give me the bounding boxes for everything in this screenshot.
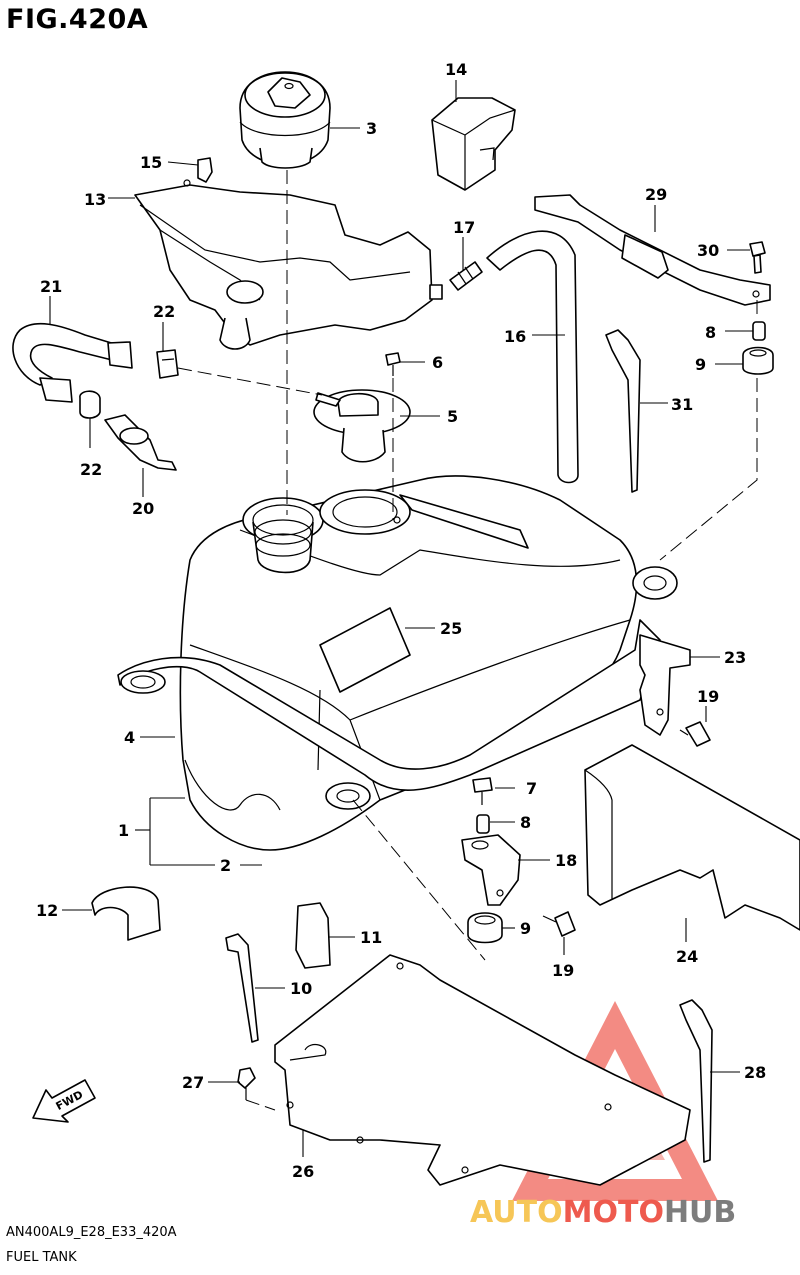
heat-shield-24 xyxy=(584,744,800,931)
filler-tray xyxy=(134,184,443,350)
callout-labels: 3 14 15 13 29 17 30 21 22 16 8 6 9 31 5 … xyxy=(36,60,766,1181)
callout-30: 30 xyxy=(697,241,719,260)
fuel-tank xyxy=(117,475,678,851)
collar-8-lower xyxy=(476,814,490,834)
band-10 xyxy=(225,933,259,1043)
watermark-hub: HUB xyxy=(664,1195,736,1230)
callout-7: 7 xyxy=(526,779,537,798)
callout-26: 26 xyxy=(292,1162,314,1181)
callout-17: 17 xyxy=(453,218,475,237)
pump-unit-5 xyxy=(313,389,411,463)
cushion-9-lower xyxy=(467,912,503,944)
joint-17 xyxy=(449,261,483,291)
valve-20 xyxy=(104,414,177,471)
callout-2: 2 xyxy=(220,856,231,875)
bolt-7 xyxy=(472,777,493,805)
figure-caption: FUEL TANK xyxy=(6,1250,77,1265)
callout-29: 29 xyxy=(645,185,667,204)
callout-27: 27 xyxy=(182,1073,204,1092)
clip-27 xyxy=(237,1067,256,1100)
model-code: AN400AL9_E28_E33_420A xyxy=(6,1225,177,1240)
bolt-19-upper xyxy=(679,721,711,747)
callout-22-lower: 22 xyxy=(80,460,102,479)
hose-clamp-22-lower xyxy=(79,390,101,419)
cable-tie-28 xyxy=(679,999,713,1163)
callout-19-lower: 19 xyxy=(552,961,574,980)
callout-11: 11 xyxy=(360,928,382,947)
callout-5: 5 xyxy=(447,407,458,426)
callout-6: 6 xyxy=(432,353,443,372)
watermark-auto: AUTO xyxy=(470,1195,563,1230)
callout-18: 18 xyxy=(555,851,577,870)
callout-25: 25 xyxy=(440,619,462,638)
callout-10: 10 xyxy=(290,979,312,998)
hose-21 xyxy=(12,322,133,403)
fwd-arrow-icon: FWD xyxy=(32,1079,96,1123)
callout-9-lower: 9 xyxy=(520,919,531,938)
callout-16: 16 xyxy=(504,327,526,346)
cushion-12 xyxy=(91,886,161,941)
callout-22-upper: 22 xyxy=(153,302,175,321)
callout-3: 3 xyxy=(366,119,377,138)
callout-8-upper: 8 xyxy=(705,323,716,342)
callout-23: 23 xyxy=(724,648,746,667)
callout-12: 12 xyxy=(36,901,58,920)
callout-28: 28 xyxy=(744,1063,766,1082)
bolt-19-lower xyxy=(542,911,576,937)
fuel-cap xyxy=(239,71,331,169)
callout-20: 20 xyxy=(132,499,154,518)
callout-8-lower: 8 xyxy=(520,813,531,832)
cushion-9-upper xyxy=(742,346,774,375)
bracket-23 xyxy=(639,634,691,736)
bracket-29 xyxy=(534,194,771,306)
clip-15 xyxy=(183,157,213,187)
alignment-lines xyxy=(177,170,758,1111)
watermark-moto: MOTO xyxy=(563,1195,664,1230)
callout-1: 1 xyxy=(118,821,129,840)
cable-tie-31 xyxy=(605,329,641,493)
watermark-text: AUTOMOTOHUB xyxy=(470,1195,736,1230)
rubber-14 xyxy=(431,97,516,191)
callout-9-upper: 9 xyxy=(695,355,706,374)
breather-hose-16 xyxy=(486,230,579,484)
hose-clamp-22-upper xyxy=(156,349,179,379)
callout-21: 21 xyxy=(40,277,62,296)
callout-15: 15 xyxy=(140,153,162,172)
bracket-18 xyxy=(461,834,521,906)
rubber-11 xyxy=(295,902,331,969)
callout-14: 14 xyxy=(445,60,467,79)
collar-8-upper xyxy=(752,321,766,341)
plate-26 xyxy=(274,954,691,1186)
callout-24: 24 xyxy=(676,947,698,966)
callout-4: 4 xyxy=(124,728,135,747)
svg-text:AUTOMOTOHUB: AUTOMOTOHUB xyxy=(470,1195,736,1230)
screw-6 xyxy=(385,352,401,376)
callout-19-upper: 19 xyxy=(697,687,719,706)
leader-lines xyxy=(49,80,753,1157)
figure-title: FIG.420A xyxy=(6,4,149,35)
bolt-30 xyxy=(749,241,766,274)
callout-31: 31 xyxy=(671,395,693,414)
callout-13: 13 xyxy=(84,190,106,209)
